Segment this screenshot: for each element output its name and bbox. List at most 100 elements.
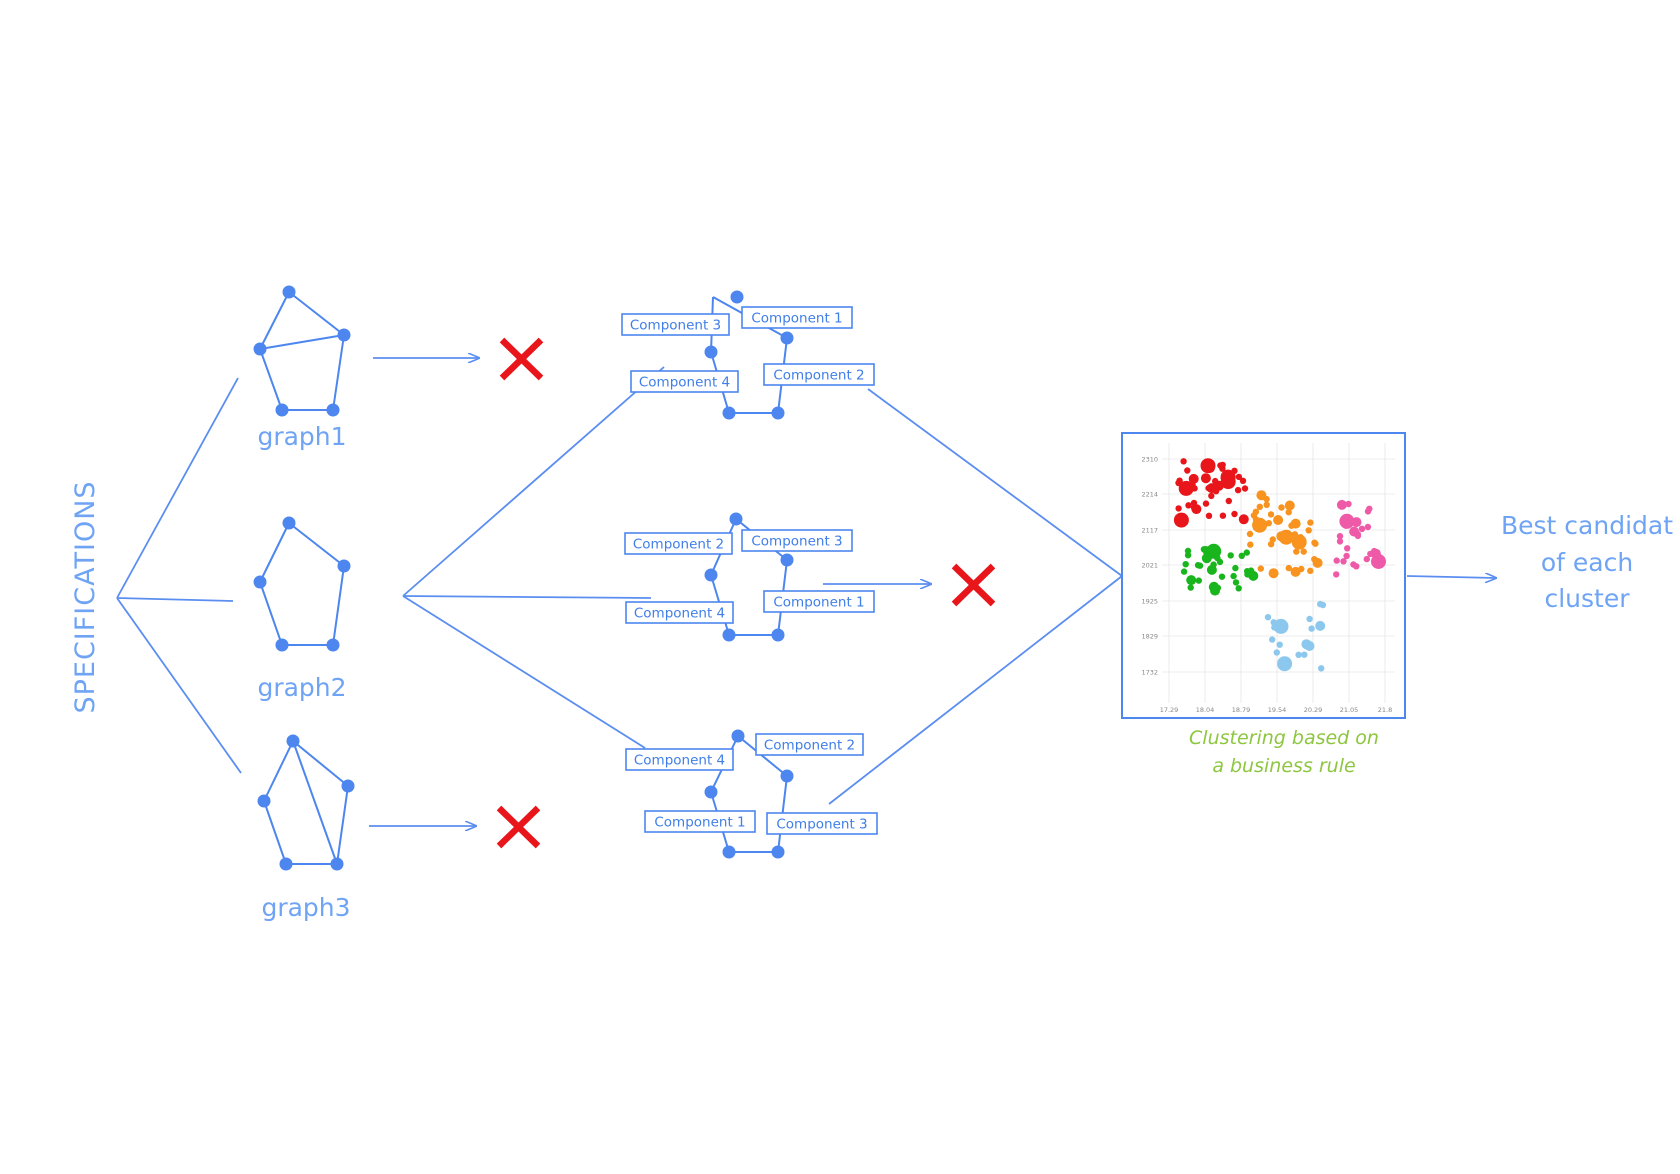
svg-text:Component 2: Component 2 [633, 537, 724, 553]
cluster-point [1185, 502, 1192, 509]
cluster-point [1293, 548, 1300, 555]
cluster-point [1247, 541, 1254, 548]
cluster-point [1276, 641, 1283, 648]
svg-text:Component 3: Component 3 [630, 318, 721, 334]
cluster-point [1234, 486, 1242, 494]
variant-2-reject-cross-icon [951, 563, 996, 607]
cluster-point [1200, 473, 1211, 484]
cluster-point [1235, 585, 1242, 592]
cluster-point [1227, 552, 1234, 559]
graph1-label: graph1 [257, 422, 346, 451]
cluster-point [1366, 505, 1373, 512]
cluster-point [1285, 509, 1292, 516]
y-tick-label: 2310 [1141, 456, 1158, 464]
y-tick-label: 2021 [1141, 562, 1158, 570]
cluster-point [1218, 573, 1226, 580]
cluster-point [1318, 665, 1325, 672]
x-tick-label: 18.04 [1196, 706, 1215, 714]
cluster-caption-line1: Clustering based on [1189, 727, 1379, 749]
variant-2-component-box: Component 3 [741, 529, 853, 552]
graph3: graph3 [257, 734, 355, 922]
variant-3-component-box: Component 4 [625, 748, 734, 771]
cluster-point [1311, 539, 1318, 546]
variant-1-component-box: Component 2 [763, 363, 875, 386]
svg-text:Component 1: Component 1 [751, 311, 842, 327]
cluster-point [1186, 575, 1197, 586]
graph1-reject-cross-icon [499, 337, 544, 381]
cluster-point [1264, 614, 1272, 621]
variant-1-component-box: Component 4 [630, 370, 739, 393]
graph2-branches [402, 366, 665, 749]
cluster-point [1290, 566, 1301, 577]
specifications-label: SPECIFICATIONS [70, 480, 101, 713]
cluster-point [1312, 557, 1323, 568]
cluster-point [1350, 561, 1357, 568]
cluster-point [1267, 541, 1275, 548]
cluster-point [1301, 651, 1308, 658]
cluster-point [1308, 625, 1315, 632]
cluster-point [1250, 573, 1257, 581]
cluster-point [1230, 572, 1237, 580]
cluster-point [1220, 474, 1236, 490]
cluster-point [1333, 571, 1340, 578]
cluster-point [1300, 548, 1307, 555]
y-tick-label: 1732 [1141, 669, 1158, 677]
cluster-plot-points [1173, 458, 1386, 672]
cluster-point [1182, 487, 1189, 494]
svg-text:Component 4: Component 4 [634, 606, 725, 622]
graph2-label: graph2 [257, 673, 346, 702]
cluster-point [1290, 518, 1301, 529]
cluster-point [1358, 525, 1366, 532]
cluster-point [1184, 552, 1192, 559]
cluster-point [1184, 467, 1191, 474]
x-tick-label: 19.54 [1268, 706, 1287, 714]
cluster-point [1191, 504, 1202, 515]
cluster-point [1345, 500, 1352, 508]
svg-text:Component 1: Component 1 [654, 815, 745, 831]
cluster-point [1202, 500, 1210, 507]
x-tick-label: 20.29 [1304, 706, 1323, 714]
cluster-point [1307, 519, 1314, 526]
graph3-reject-cross-icon [496, 805, 541, 849]
result-line-2: of each [1541, 548, 1633, 577]
cluster-point [1217, 462, 1224, 469]
cluster-point [1205, 484, 1212, 492]
cluster-point [1231, 510, 1238, 518]
cluster-point [1276, 531, 1287, 542]
cluster-point [1208, 492, 1215, 500]
cluster-point [1219, 512, 1227, 519]
cluster-point [1238, 552, 1246, 559]
cluster-point [1273, 618, 1289, 634]
svg-text:Component 4: Component 4 [634, 753, 725, 769]
cluster-point [1307, 567, 1314, 574]
cluster-point [1214, 554, 1221, 562]
cluster-point [1254, 518, 1261, 525]
cluster-point [1187, 584, 1194, 591]
cluster-point [1344, 545, 1351, 552]
cluster-caption-line2: a business rule [1212, 755, 1355, 777]
variant-3-component-box: Component 3 [766, 812, 878, 835]
cluster-point [1295, 651, 1302, 658]
x-tick-label: 21.8 [1378, 706, 1392, 714]
cluster-point [1268, 568, 1279, 579]
cluster-point [1336, 499, 1347, 510]
cluster-point [1269, 636, 1276, 643]
cluster-point [1250, 512, 1258, 519]
cluster-point [1235, 473, 1243, 481]
cluster-point [1256, 503, 1264, 510]
cluster-point [1239, 477, 1247, 484]
cluster-point [1349, 526, 1360, 537]
variant-2: Component 2 Component 3 Component 4 Comp… [624, 512, 875, 642]
svg-text:Component 4: Component 4 [639, 375, 730, 391]
cluster-point [1208, 460, 1215, 468]
svg-text:Component 3: Component 3 [776, 817, 867, 833]
variants-to-cluster-lines [828, 388, 1123, 805]
cluster-point [1267, 511, 1275, 518]
cluster-point [1343, 552, 1350, 560]
x-tick-label: 18.79 [1232, 706, 1251, 714]
cluster-point [1208, 584, 1216, 591]
y-tick-label: 1925 [1141, 598, 1158, 606]
